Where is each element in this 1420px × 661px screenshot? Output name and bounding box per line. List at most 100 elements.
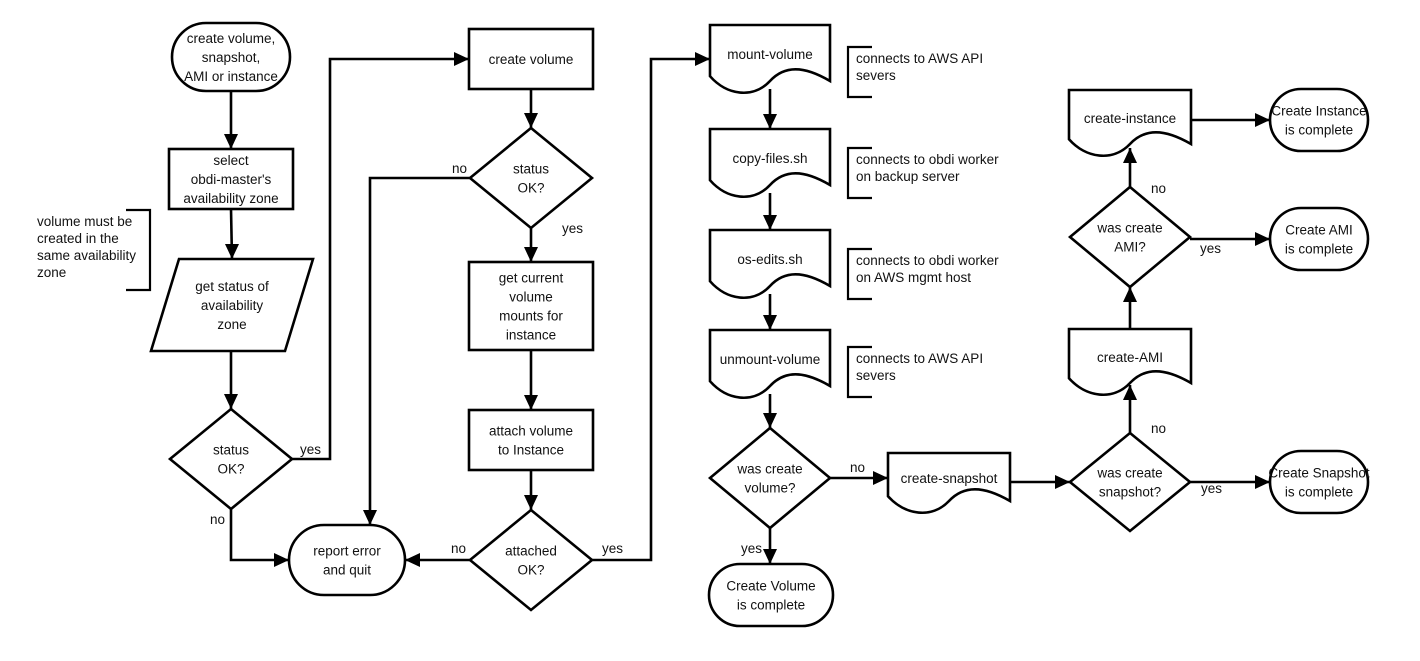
process-shape <box>467 27 595 91</box>
arrowhead <box>695 52 710 66</box>
node-label-line: was create <box>1096 221 1162 236</box>
node-label-line: create-instance <box>1084 111 1176 126</box>
arrowhead <box>524 395 538 410</box>
node-label-line: get status of <box>195 279 269 294</box>
edge-getzone-zoneok <box>224 351 238 409</box>
arrowhead <box>224 394 238 409</box>
edge-os-unmount <box>763 294 777 330</box>
connector-line <box>368 176 470 525</box>
annotation-line: connects to obdi worker <box>856 253 999 268</box>
create-volume-node: create volume <box>467 27 595 91</box>
terminator-shape <box>1268 87 1370 153</box>
edge-wasvol-volcomplete <box>763 528 777 564</box>
annotation-line: volume must be <box>37 214 132 229</box>
edge-mount-copy <box>763 89 777 129</box>
arrowhead <box>405 553 420 567</box>
node-label-line: Create Instance <box>1271 104 1366 119</box>
node-label-line: create volume <box>489 52 574 67</box>
edge-label: no <box>1151 421 1166 436</box>
arrowhead <box>763 315 777 330</box>
create-instance-node: create-instance <box>1067 88 1193 158</box>
os-edits-node: os-edits.sh <box>708 228 832 300</box>
edge-label: no <box>452 161 467 176</box>
arrowhead <box>1123 148 1137 163</box>
node-label-line: Create Volume <box>726 579 815 594</box>
node-label-line: status <box>513 162 549 177</box>
arrowhead <box>524 113 538 128</box>
node-label-line: create-AMI <box>1097 350 1163 365</box>
edge-select-getzone <box>225 208 239 260</box>
process-shape <box>167 147 295 211</box>
node-label-line: mounts for <box>499 309 563 324</box>
annotation-bracket <box>846 45 872 99</box>
node-label-line: availability zone <box>183 191 278 206</box>
edge-wasami-instance <box>1123 148 1137 187</box>
annotation-line: on backup server <box>856 169 960 184</box>
edge-unmount-wasvol <box>763 394 777 428</box>
decision-shape <box>467 508 595 612</box>
edge-snapshot-wassnap <box>1010 475 1070 489</box>
annotation-line: severs <box>856 368 896 383</box>
terminator-shape <box>1268 449 1370 515</box>
annotation-bracket <box>846 146 872 200</box>
node-label-line: is complete <box>1285 242 1353 257</box>
node-label-line: mount-volume <box>727 47 813 62</box>
create-ami-node: create-AMI <box>1067 327 1193 397</box>
node-label-line: get current <box>499 271 564 286</box>
unmount-volume-node: unmount-volume <box>708 328 832 400</box>
edge-label: yes <box>1200 241 1221 256</box>
edge-label: no <box>210 512 225 527</box>
node-label-line: snapshot? <box>1099 485 1161 500</box>
edge-wasami-amicomplete <box>1190 232 1270 246</box>
edge-zoneok-createvol <box>292 52 469 461</box>
document-shape <box>708 127 832 199</box>
node-label-line: AMI or instance <box>184 69 278 84</box>
annotation-line: connects to obdi worker <box>856 152 999 167</box>
node-label-line: select <box>213 153 249 168</box>
data-shape <box>149 257 315 353</box>
process-shape <box>467 408 595 472</box>
start-node: create volume, snapshot, AMI or instance <box>170 21 292 93</box>
arrowhead <box>524 495 538 510</box>
arrowhead <box>1255 113 1270 127</box>
edge-getmounts-attach <box>524 350 538 410</box>
edge-attachedok-error <box>405 553 470 567</box>
connector-line <box>592 57 710 562</box>
arrowhead <box>1255 475 1270 489</box>
arrowhead <box>224 134 238 149</box>
edge-attach-attachedok <box>524 470 538 510</box>
edge-instance-instcomplete <box>1191 113 1270 127</box>
node-label-line: instance <box>506 328 556 343</box>
node-label-line: create volume, <box>187 31 276 46</box>
create-snapshot-node: create-snapshot <box>886 451 1012 515</box>
node-label-line: status <box>213 443 249 458</box>
document-shape <box>708 328 832 400</box>
annotation-bracket <box>126 208 152 292</box>
process-shape <box>467 260 595 352</box>
node-label-line: zone <box>217 317 246 332</box>
node-label-line: copy-files.sh <box>732 151 807 166</box>
arrowhead <box>1255 232 1270 246</box>
edge-attachedok-mount <box>592 52 710 562</box>
terminator-shape <box>707 562 835 628</box>
mount-volume-node: mount-volume <box>708 23 832 95</box>
node-label-line: and quit <box>323 563 371 578</box>
annotation-line: on AWS mgmt host <box>856 270 971 285</box>
node-label-line: attach volume <box>489 424 573 439</box>
arrowhead <box>225 244 239 259</box>
edge-label: no <box>451 541 466 556</box>
node-label-line: snapshot, <box>202 50 261 65</box>
annotation-bracket <box>846 345 872 399</box>
arrowhead <box>763 114 777 129</box>
edge-createvol-volok <box>524 89 538 128</box>
